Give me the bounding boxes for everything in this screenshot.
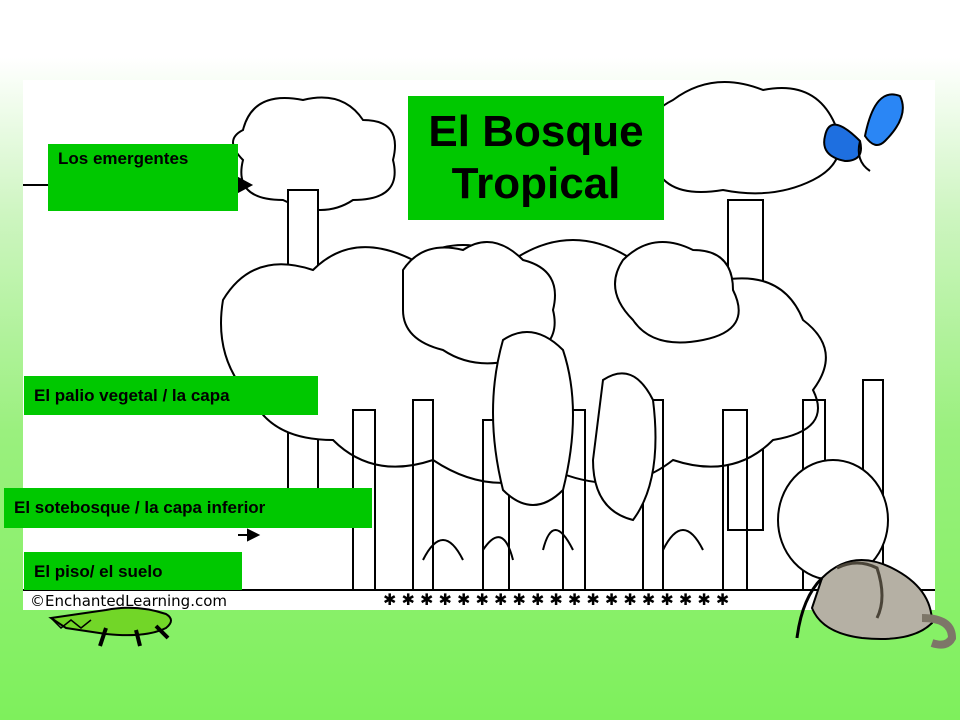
crocodile-icon bbox=[46, 588, 176, 656]
label-sotebosque: El sotebosque / la capa inferior bbox=[4, 488, 372, 528]
title-line-1: El Bosque bbox=[428, 107, 644, 156]
watermark: ©EnchantedLearning.com bbox=[30, 592, 227, 610]
label-emergentes: Los emergentes bbox=[48, 144, 238, 211]
anteater-icon bbox=[782, 548, 960, 652]
label-palio-vegetal: El palio vegetal / la capa bbox=[24, 376, 318, 415]
label-piso: El piso/ el suelo bbox=[24, 552, 242, 590]
svg-text:✱ ✱ ✱ ✱ ✱ ✱ ✱ ✱ ✱ ✱ ✱ ✱ ✱ ✱ ✱: ✱ ✱ ✱ ✱ ✱ ✱ ✱ ✱ ✱ ✱ ✱ ✱ ✱ ✱ ✱ ✱ ✱ ✱ ✱ bbox=[383, 590, 729, 609]
butterfly-icon bbox=[820, 86, 906, 178]
slide-title: El Bosque Tropical bbox=[408, 96, 664, 220]
title-line-2: Tropical bbox=[451, 159, 621, 208]
